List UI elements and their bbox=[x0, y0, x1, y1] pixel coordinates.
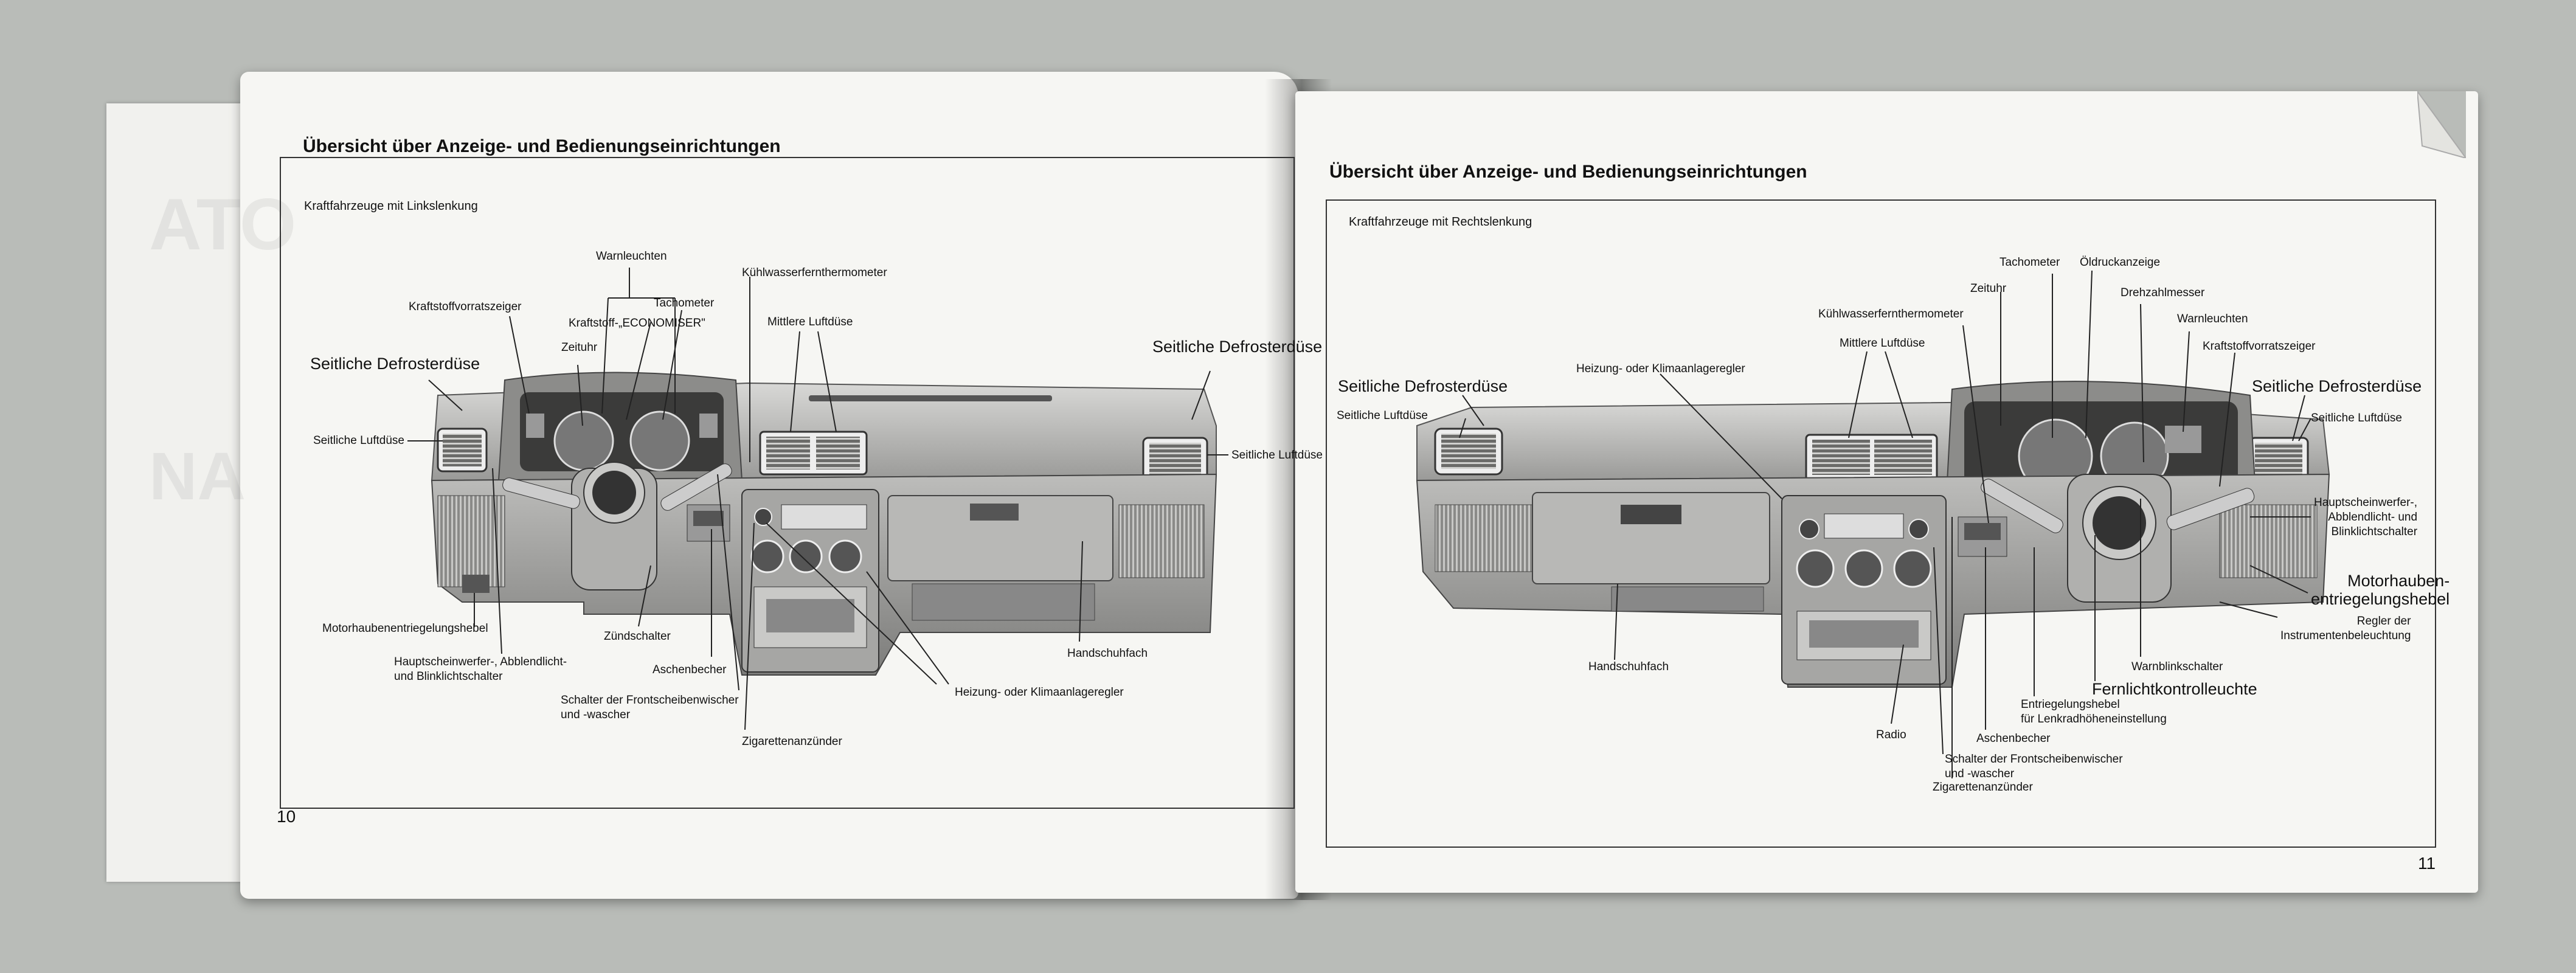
label-radio: Radio bbox=[1876, 729, 1906, 741]
label-seitliche-luftduese-left: Seitliche Luftdüse bbox=[1337, 409, 1428, 422]
right-diagram-frame bbox=[1326, 199, 2436, 848]
label-drehzahlmesser: Drehzahlmesser bbox=[2121, 286, 2205, 299]
label-seitliche-luftduese-left: Seitliche Luftdüse bbox=[313, 434, 404, 447]
label-mittlere-luftduese: Mittlere Luftdüse bbox=[1840, 337, 1925, 350]
label-seitliche-defrosterduese-left: Seitliche Defrosterdüse bbox=[310, 355, 480, 373]
label-seitliche-luftduese-right: Seitliche Luftdüse bbox=[2311, 412, 2402, 424]
label-aschenbecher: Aschenbecher bbox=[653, 663, 727, 676]
label-line: und -wascher bbox=[561, 708, 631, 721]
label-seitliche-defrosterduese-right: Seitliche Defrosterdüse bbox=[2252, 377, 2422, 395]
label-frontscheibenwischer: Schalter der Frontscheibenwischer und -w… bbox=[561, 693, 739, 722]
lhd-leader-lines bbox=[407, 268, 1228, 730]
label-kraftstoffvorratszeiger: Kraftstoffvorratszeiger bbox=[2203, 340, 2316, 353]
label-line: Hauptscheinwerfer-, Abblendlicht- bbox=[394, 656, 567, 668]
label-tachometer: Tachometer bbox=[654, 297, 715, 310]
label-line: für Lenkradhöheneinstellung bbox=[2021, 713, 2167, 725]
label-line: Regler der bbox=[2356, 615, 2411, 628]
label-economiser: Kraftstoff-„ECONOMISER" bbox=[569, 317, 705, 330]
label-zeituhr: Zeituhr bbox=[1970, 282, 2007, 295]
label-kuehlwasserfernthermometer: Kühlwasserfernthermometer bbox=[1818, 308, 1964, 320]
label-line: Schalter der Frontscheibenwischer bbox=[561, 694, 739, 707]
label-line: Schalter der Frontscheibenwischer bbox=[1945, 753, 2123, 766]
label-hauptscheinwerfer: Hauptscheinwerfer-, Abblendlicht- und Bl… bbox=[2314, 496, 2417, 539]
label-seitliche-luftduese-right: Seitliche Luftdüse bbox=[1231, 449, 1323, 462]
label-line: entriegelungshebel bbox=[2311, 590, 2450, 608]
label-warnblinkschalter: Warnblinkschalter bbox=[2131, 660, 2223, 673]
right-page-title: Übersicht über Anzeige- und Bedienungsei… bbox=[1329, 162, 1807, 182]
rhd-dashboard bbox=[1416, 381, 2330, 688]
bleed-through: NA bbox=[149, 439, 246, 514]
rhd-leader-lines bbox=[1459, 270, 2311, 778]
right-page-subtitle: Kraftfahrzeuge mit Rechtslenkung bbox=[1349, 215, 1532, 229]
label-handschuhfach: Handschuhfach bbox=[1588, 660, 1669, 673]
label-fernlichtkontrolleuchte: Fernlichtkontrolleuchte bbox=[2092, 680, 2257, 698]
label-line: Entriegelungshebel bbox=[2021, 698, 2120, 711]
label-motorhaubenentriegelungshebel: Motorhauben- entriegelungshebel bbox=[2311, 572, 2450, 608]
left-diagram-frame bbox=[280, 157, 1295, 809]
label-seitliche-defrosterduese-left: Seitliche Defrosterdüse bbox=[1338, 377, 1508, 395]
label-kuehlwasserfernthermometer: Kühlwasserfernthermometer bbox=[742, 266, 887, 279]
label-line: und Blinklichtschalter bbox=[394, 670, 503, 683]
bleed-through: ATO bbox=[149, 184, 297, 265]
label-kraftstoffvorratszeiger: Kraftstoffvorratszeiger bbox=[409, 300, 522, 313]
label-mittlere-luftduese: Mittlere Luftdüse bbox=[767, 316, 853, 328]
label-hauptscheinwerfer: Hauptscheinwerfer-, Abblendlicht- und Bl… bbox=[394, 655, 567, 684]
left-page-subtitle: Kraftfahrzeuge mit Linkslenkung bbox=[304, 199, 478, 213]
right-page-number: 11 bbox=[2418, 854, 2436, 873]
lhd-dashboard bbox=[431, 372, 1217, 676]
label-zuendschalter: Zündschalter bbox=[604, 630, 671, 643]
label-zigarettenanzuender: Zigarettenanzünder bbox=[1933, 781, 2033, 794]
label-warnleuchten: Warnleuchten bbox=[596, 250, 667, 263]
label-regler-instrumentenbeleuchtung: Regler der Instrumentenbeleuchtung bbox=[2280, 614, 2411, 643]
dog-ear-corner bbox=[2417, 91, 2466, 158]
label-motorhaubenentriegelungshebel: Motorhaubenentriegelungshebel bbox=[322, 622, 488, 635]
label-frontscheibenwischer: Schalter der Frontscheibenwischer und -w… bbox=[1945, 752, 2123, 781]
label-warnleuchten: Warnleuchten bbox=[2177, 313, 2248, 325]
label-line: Blinklichtschalter bbox=[2331, 525, 2418, 538]
label-heizung-klimaanlageregler: Heizung- oder Klimaanlageregler bbox=[1576, 362, 1745, 375]
label-line: Instrumentenbeleuchtung bbox=[2280, 629, 2411, 642]
left-page-title: Übersicht über Anzeige- und Bedienungsei… bbox=[303, 136, 781, 156]
label-tachometer: Tachometer bbox=[2000, 256, 2060, 269]
label-line: und -wascher bbox=[1945, 767, 2015, 780]
left-page-number: 10 bbox=[277, 807, 296, 826]
label-entriegelungshebel: Entriegelungshebel für Lenkradhöheneinst… bbox=[2021, 698, 2167, 727]
label-oeldruckanzeige: Öldruckanzeige bbox=[2080, 256, 2161, 269]
label-aschenbecher: Aschenbecher bbox=[1976, 732, 2051, 745]
label-zigarettenanzuender: Zigarettenanzünder bbox=[742, 735, 842, 748]
label-heizung-klimaanlageregler: Heizung- oder Klimaanlageregler bbox=[955, 686, 1124, 699]
label-handschuhfach: Handschuhfach bbox=[1067, 647, 1148, 660]
label-line: Abblendlicht- und bbox=[2328, 511, 2418, 524]
label-seitliche-defrosterduese-right: Seitliche Defrosterdüse bbox=[1152, 338, 1323, 356]
label-line: Hauptscheinwerfer-, bbox=[2314, 496, 2418, 509]
label-zeituhr: Zeituhr bbox=[561, 341, 598, 354]
label-line: Motorhauben- bbox=[2347, 572, 2450, 590]
